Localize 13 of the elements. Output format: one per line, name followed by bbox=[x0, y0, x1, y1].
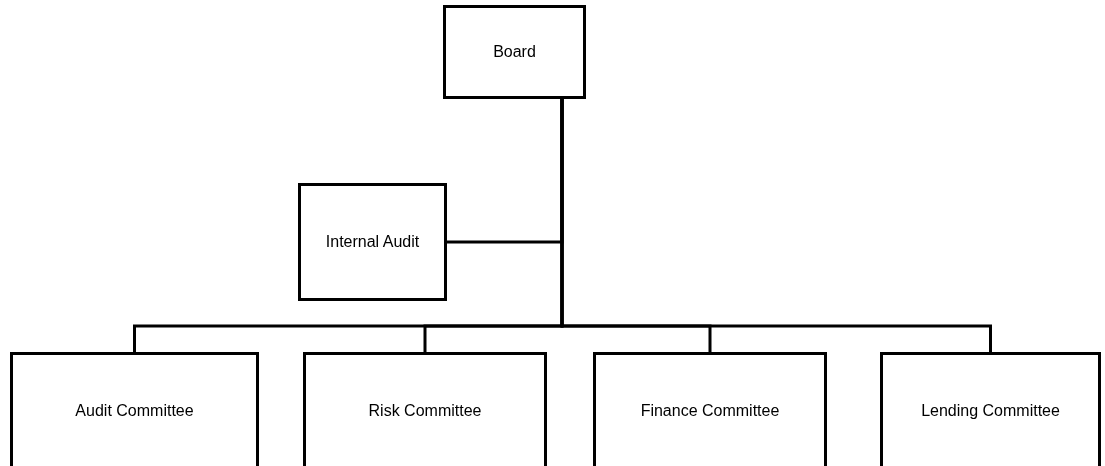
org-box bbox=[298, 183, 447, 301]
box-label: Finance Committee bbox=[640, 401, 780, 420]
org-box bbox=[880, 352, 1101, 466]
org-box bbox=[303, 352, 547, 466]
connector-line bbox=[560, 99, 992, 352]
box-label: Board bbox=[493, 43, 536, 61]
org-box bbox=[593, 352, 827, 466]
box-label: Risk Committee bbox=[368, 401, 482, 420]
org-box bbox=[10, 352, 259, 466]
box-label: Lending Committee bbox=[921, 401, 1060, 420]
org-box bbox=[443, 5, 586, 99]
box-label: Audit Committee bbox=[75, 401, 194, 420]
box-label: Internal Audit bbox=[325, 233, 420, 251]
